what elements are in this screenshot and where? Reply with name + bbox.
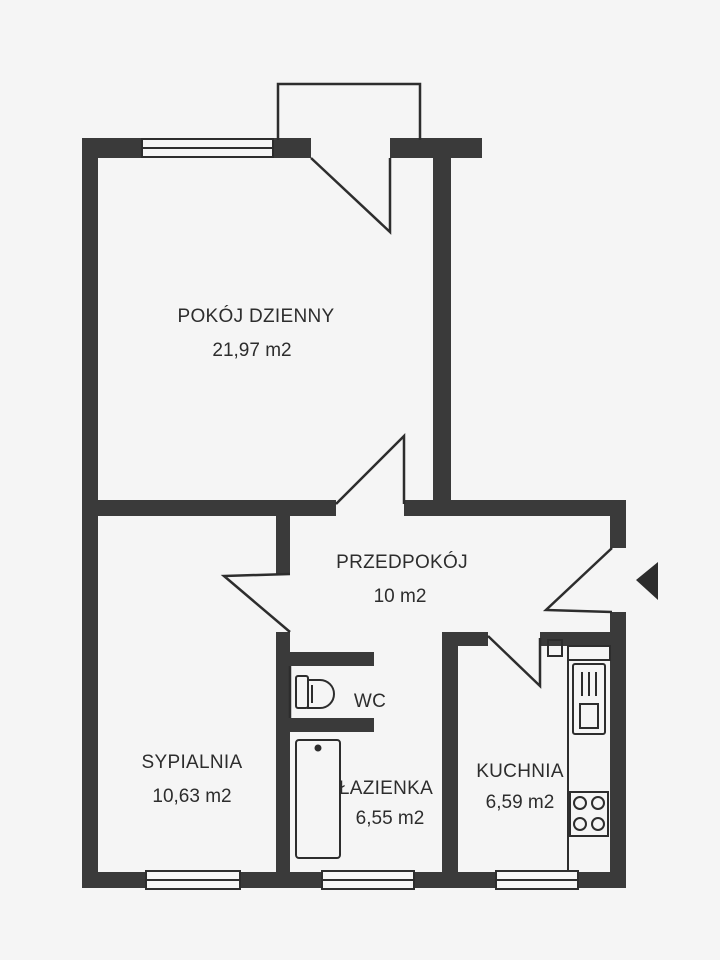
wall-wc-top [290, 652, 374, 666]
wall-top-mid [273, 138, 311, 158]
wall-bedroom-hall-lower [276, 632, 290, 888]
walls [82, 138, 626, 888]
wall-living-right [433, 138, 451, 508]
room-area-pokoj-dzienny: 21,97 m2 [212, 340, 291, 361]
wall-right-lower [610, 612, 626, 888]
triangle-arrow-icon [636, 562, 658, 600]
room-name-pokoj-dzienny: POKÓJ DZIENNY [178, 305, 335, 327]
windows [141, 138, 579, 890]
stove-icon [569, 791, 609, 837]
wall-right-upper [610, 500, 626, 548]
wall-left [82, 138, 98, 888]
door-bedroom [220, 572, 291, 633]
wall-living-bottom [98, 500, 336, 516]
door-living [335, 432, 406, 505]
wall-kitchen-left [442, 632, 458, 888]
door-balcony [310, 157, 392, 235]
room-area-kuchnia: 6,59 m2 [486, 792, 555, 813]
door-kitchen [487, 635, 542, 689]
room-name-przedpokoj: PRZEDPOKÓJ [336, 551, 468, 573]
room-name-wc: WC [354, 691, 386, 712]
bathtub-icon [295, 739, 341, 859]
room-name-sypialnia: SYPIALNIA [142, 752, 243, 773]
fixtures [295, 639, 611, 872]
toilet-icon [295, 675, 335, 709]
doors [220, 82, 613, 718]
kitchen-counter [547, 639, 611, 872]
wall-top-left [82, 138, 142, 158]
fridge-icon [547, 639, 563, 657]
room-name-kuchnia: KUCHNIA [476, 761, 564, 782]
balcony-outline [276, 82, 422, 140]
room-area-przedpokoj: 10 m2 [374, 586, 427, 607]
wall-bedroom-hall-upper [276, 516, 290, 574]
counter-top-unit [567, 645, 611, 661]
sink-icon [572, 663, 606, 735]
room-area-sypialnia: 10,63 m2 [152, 786, 231, 807]
room-area-lazienka: 6,55 m2 [356, 808, 425, 829]
wall-wc-bottom [290, 718, 374, 732]
wall-hall-top [404, 500, 626, 516]
door-entrance [542, 547, 613, 614]
room-labels: POKÓJ DZIENNY 21,97 m2 PRZEDPOKÓJ 10 m2 … [142, 305, 564, 829]
room-name-lazienka: ŁAZIENKA [339, 778, 433, 799]
